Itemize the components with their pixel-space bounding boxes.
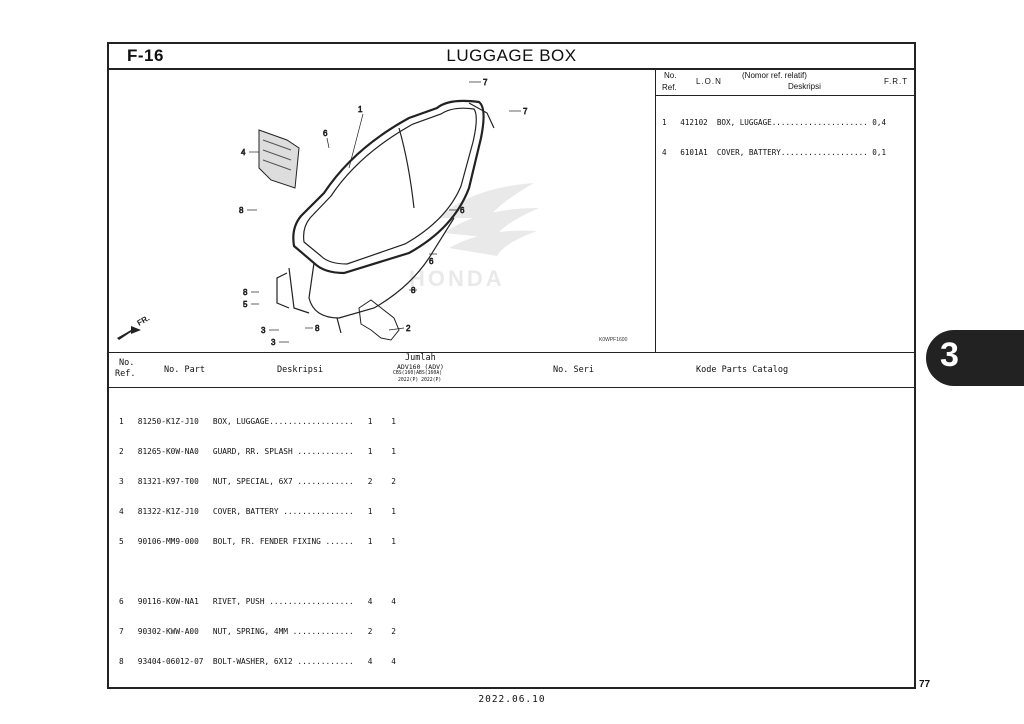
battery-cover-part [258, 129, 300, 189]
watermark-text: HONDA [409, 266, 505, 291]
parts-col-no: No. [119, 358, 135, 368]
table-row: 7 90302-KWW-A00 NUT, SPRING, 4MM .......… [119, 627, 396, 636]
callout-4: 4 [241, 148, 246, 157]
section-tab: 3 [926, 330, 1024, 386]
callout-8c: 8 [411, 286, 416, 295]
table-row: 5 90106-MM9-000 BOLT, FR. FENDER FIXING … [119, 537, 396, 546]
page-frame: F-16 LUGGAGE BOX HONDA [107, 42, 916, 689]
luggage-box-part [276, 99, 495, 334]
callout-6a: 6 [323, 129, 328, 138]
callout-8b: 8 [243, 288, 248, 297]
page-number: 77 [919, 679, 931, 690]
callout-6c: 6 [429, 257, 434, 266]
parts-col-years: 2022(P) 2022(P) [398, 378, 442, 383]
table-row: 8 93404-06012-07 BOLT-WASHER, 6X12 .....… [119, 657, 396, 666]
callout-8a: 8 [239, 206, 244, 215]
callout-3a: 3 [261, 326, 266, 335]
honda-watermark: HONDA [409, 183, 539, 291]
title-bar: F-16 LUGGAGE BOX [109, 44, 914, 70]
table-row: 2 81265-K0W-NA0 GUARD, RR. SPLASH ......… [119, 447, 396, 456]
lon-col-lon: L.O.N [696, 77, 722, 86]
lon-col-desc: Deskripsi [788, 82, 821, 91]
callout-7b: 7 [523, 107, 528, 116]
callout-3b: 3 [271, 338, 276, 347]
front-arrow-icon: FR. [117, 313, 151, 340]
splash-guard-part [358, 299, 400, 341]
parts-table-header: No. Ref. No. Part Deskripsi Jumlah ADV16… [109, 352, 914, 388]
parts-col-desc: Deskripsi [277, 365, 324, 375]
front-marker-text: FR. [136, 313, 152, 327]
lon-col-no: No. [664, 71, 677, 80]
parts-table-rows: 1 81250-K1Z-J10 BOX, LUGGAGE............… [119, 397, 396, 687]
page-title: LUGGAGE BOX [446, 46, 577, 65]
callout-5: 5 [243, 300, 248, 309]
table-row: 4 81322-K1Z-J10 COVER, BATTERY .........… [119, 507, 396, 516]
callout-8d: 8 [315, 324, 320, 333]
section-tab-number: 3 [940, 336, 959, 374]
callout-2: 2 [406, 324, 411, 333]
table-row: 6 90116-K0W-NA1 RIVET, PUSH ............… [119, 597, 396, 606]
luggage-box-drawing: HONDA [117, 78, 628, 348]
figure-code: F-16 [127, 46, 164, 65]
parts-col-qty: Jumlah [405, 353, 436, 363]
table-row-spacer [119, 567, 396, 577]
lon-col-desc-note: (Nomor ref. relatif) [742, 71, 807, 80]
lon-col-ref: Ref. [662, 83, 677, 92]
lon-table-rows: 1 412102 BOX, LUGGAGE...................… [662, 98, 886, 178]
lon-row: 4 6101A1 COVER, BATTERY.................… [662, 148, 887, 157]
table-row: 3 81321-K97-T00 NUT, SPECIAL, 6X7 ......… [119, 477, 396, 486]
lon-col-frt: F.R.T [884, 77, 909, 86]
callout-6b: 6 [460, 206, 465, 215]
parts-col-serial: No. Seri [553, 365, 594, 375]
parts-col-ref: Ref. [115, 369, 136, 379]
parts-col-catalog: Kode Parts Catalog [696, 365, 789, 375]
callout-1: 1 [358, 105, 363, 114]
parts-col-model: ADV160 (ADV) [397, 363, 444, 371]
parts-col-part: No. Part [164, 365, 205, 375]
exploded-diagram: HONDA [109, 68, 656, 352]
lon-table-header: No. Ref. L.O.N (Nomor ref. relatif) Desk… [656, 68, 914, 96]
callout-7a: 7 [483, 78, 488, 87]
lon-row: 1 412102 BOX, LUGGAGE...................… [662, 118, 887, 127]
callout-labels: 1 2 3 3 4 5 6 6 6 7 7 8 8 8 8 [239, 78, 529, 348]
table-row: 1 81250-K1Z-J10 BOX, LUGGAGE............… [119, 417, 396, 426]
drawing-code: K0WPF1600 [599, 337, 628, 343]
parts-col-variants: CBS(160)ABS(160A) [393, 371, 443, 376]
footer-date: 2022.06.10 [478, 694, 546, 705]
